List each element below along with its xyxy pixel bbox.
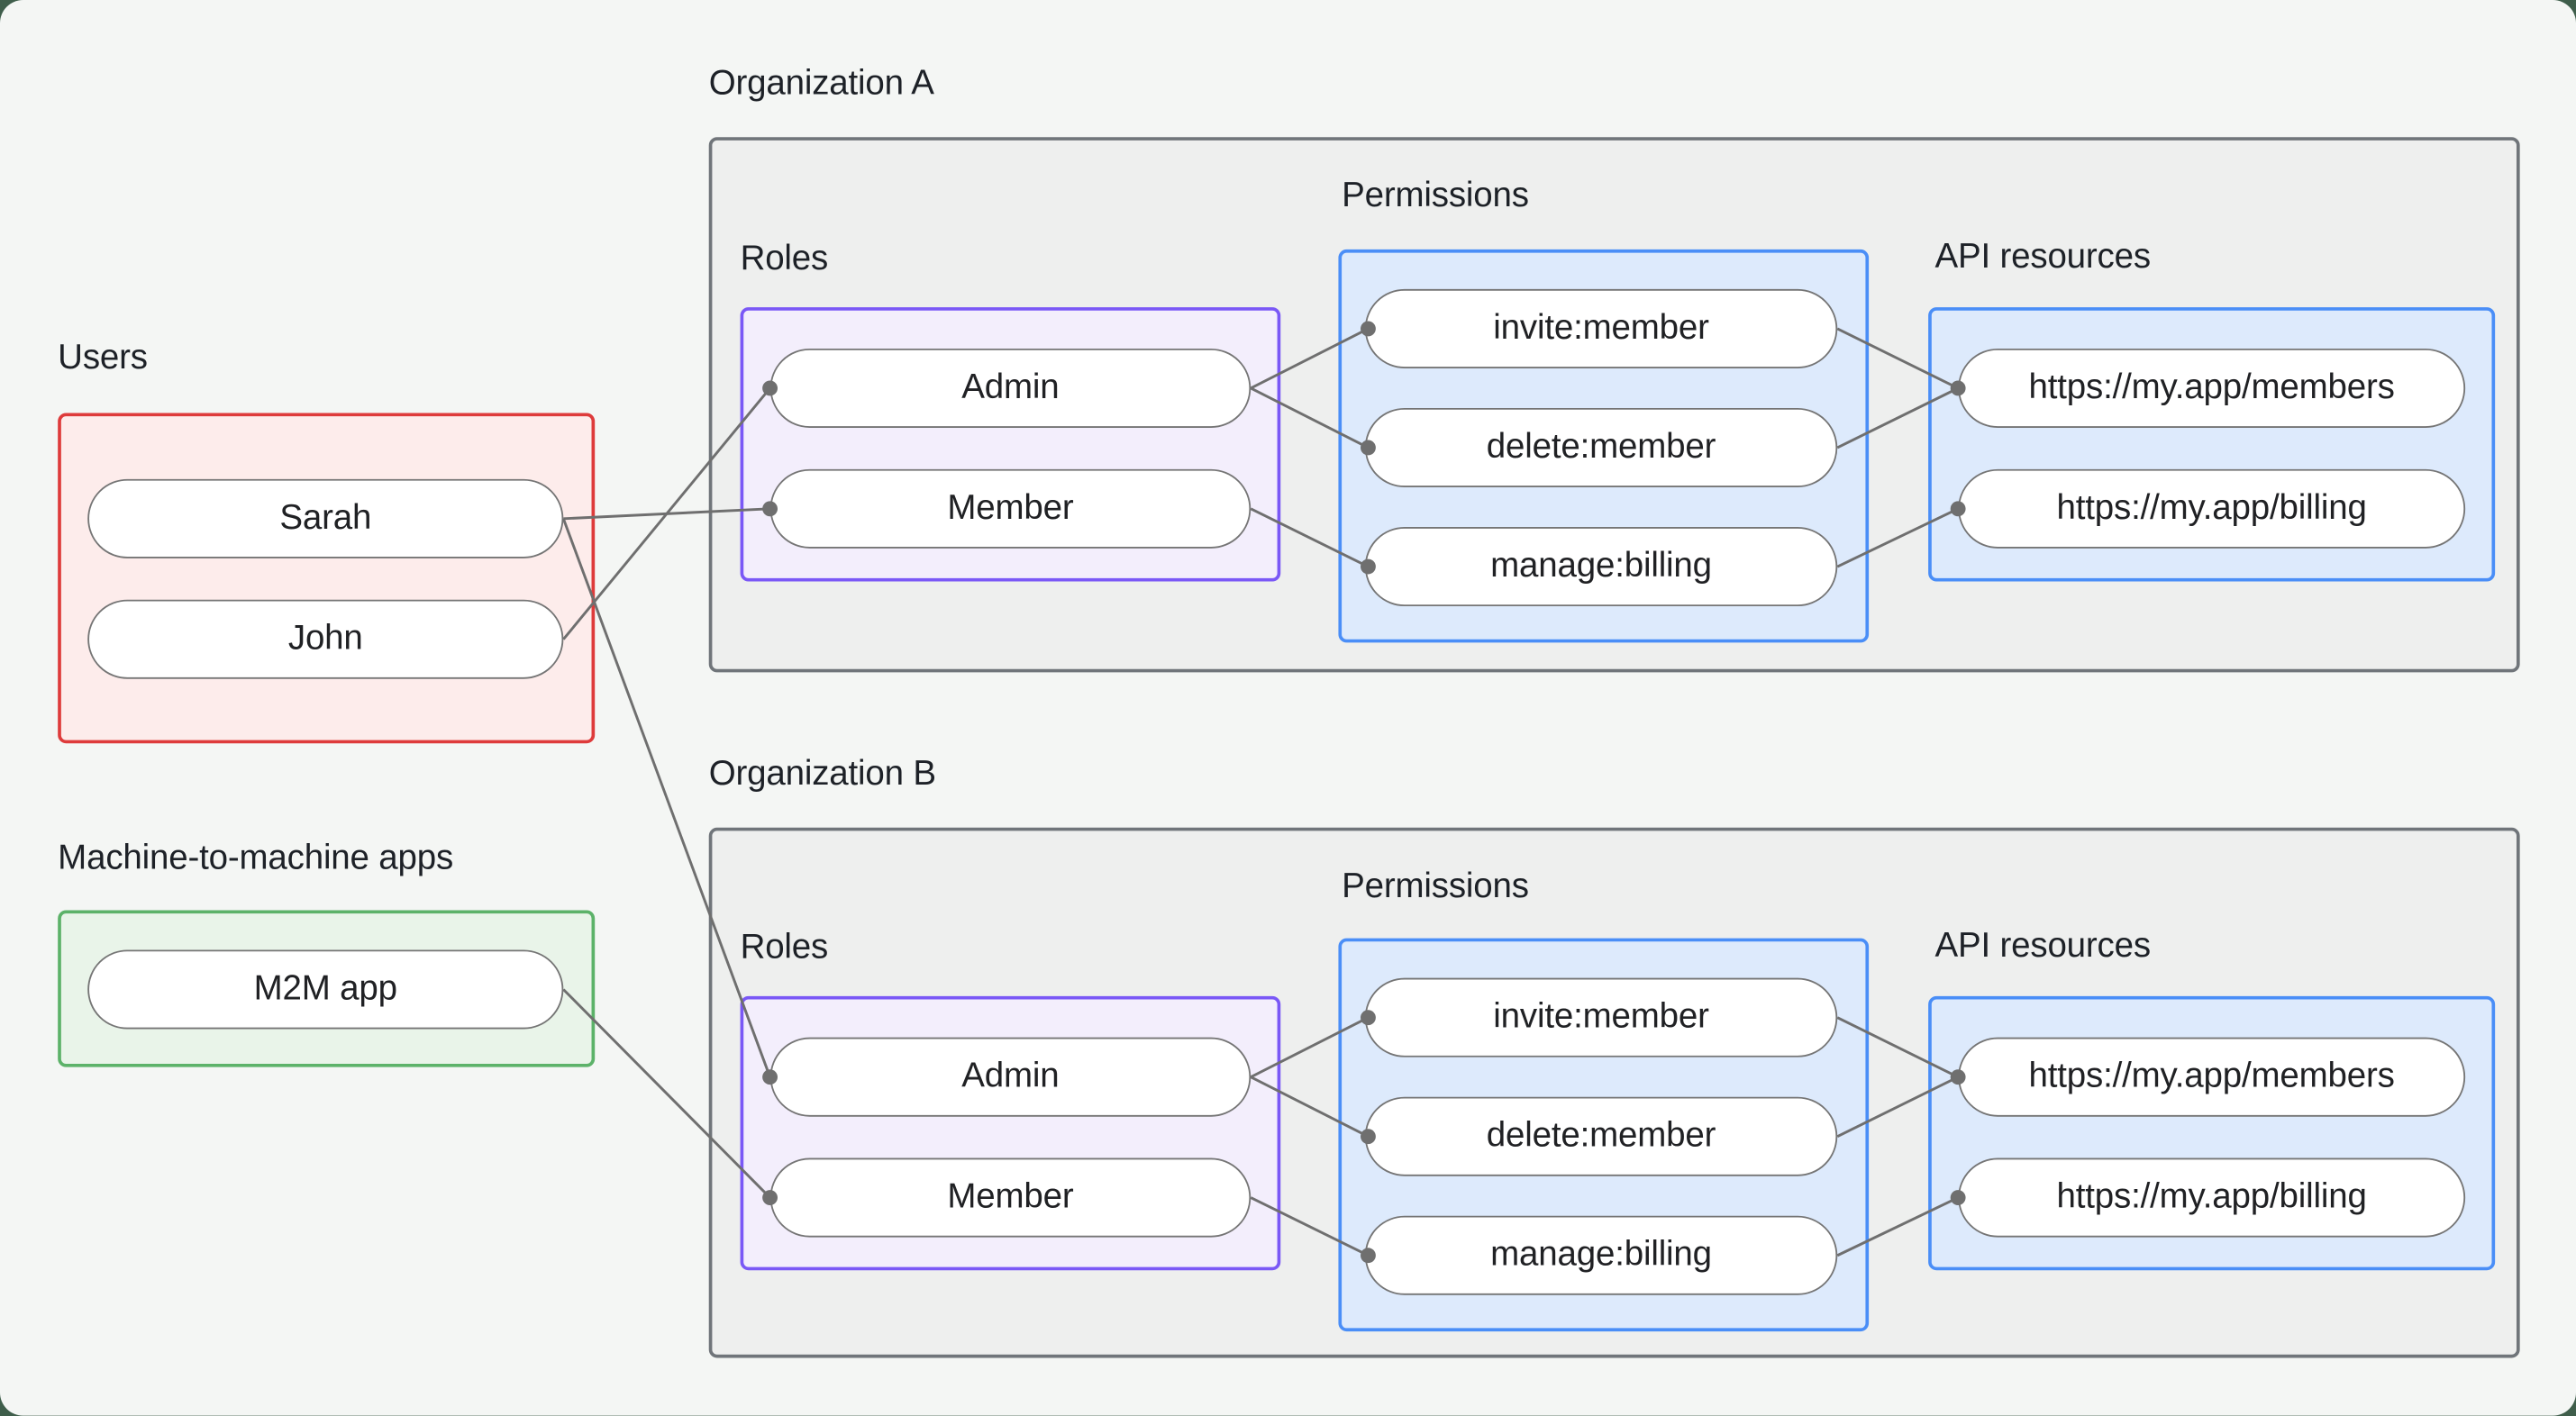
org-a-role-admin: Admin [769,348,1252,428]
org-b-role-admin: Admin [769,1037,1252,1117]
m2m-section-label: Machine-to-machine apps [58,839,454,877]
org-a-permission-invite-member: invite:member [1364,288,1838,368]
org-b-title: Organization B [708,755,936,794]
org-a-api-resources-label: API resources [1934,238,2151,277]
user-node-sarah: Sarah [87,478,564,558]
org-a-roles-label: Roles [740,239,829,278]
org-b-permission-delete-member: delete:member [1364,1096,1838,1176]
org-b-api-members: https://my.app/members [1958,1037,2466,1117]
org-a-api-billing: https://my.app/billing [1958,468,2466,549]
org-b-permissions-label: Permissions [1342,867,1529,905]
org-b-api-billing: https://my.app/billing [1958,1157,2466,1238]
org-a-permissions-label: Permissions [1342,177,1529,215]
org-a-api-members: https://my.app/members [1958,348,2466,428]
org-a-title: Organization A [708,64,934,103]
org-b-api-resources-label: API resources [1934,926,2151,965]
users-group-box [58,413,596,744]
org-a-permission-manage-billing: manage:billing [1364,527,1838,607]
org-b-roles-label: Roles [740,928,829,967]
user-node-john: John [87,599,564,679]
org-a-role-member: Member [769,468,1252,549]
org-b-permission-manage-billing: manage:billing [1364,1215,1838,1295]
org-b-role-member: Member [769,1157,1252,1238]
users-section-label: Users [58,338,148,377]
m2m-app-node: M2M app [87,949,564,1030]
org-b-permission-invite-member: invite:member [1364,977,1838,1057]
org-a-permission-delete-member: delete:member [1364,407,1838,487]
